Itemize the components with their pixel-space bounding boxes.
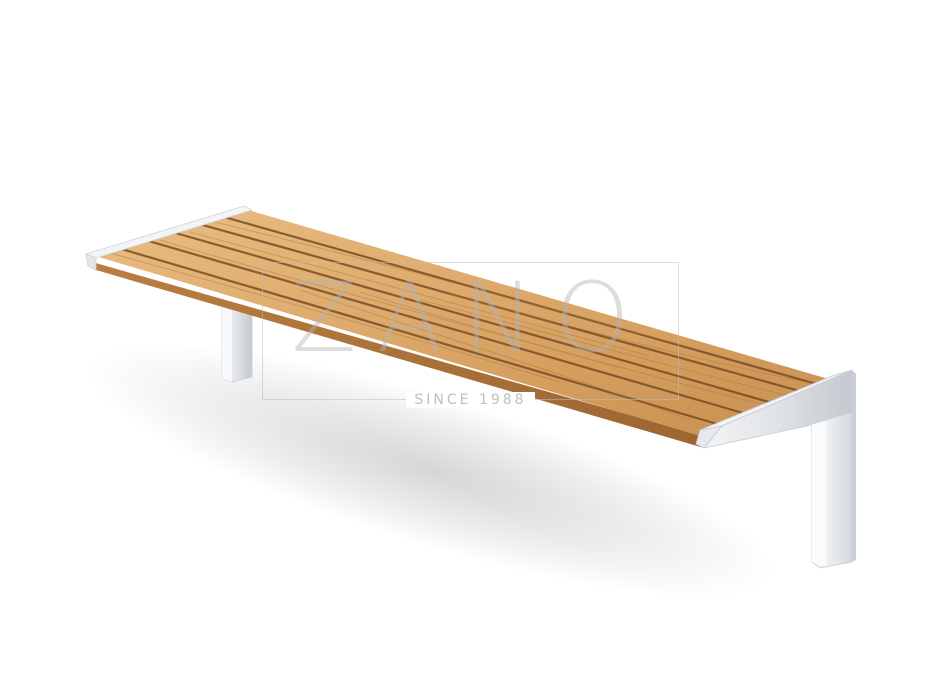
ground-shadow bbox=[85, 342, 775, 598]
seat-edge bbox=[92, 262, 704, 448]
wood-grain bbox=[109, 221, 816, 421]
bench-leg-left bbox=[221, 305, 253, 383]
seat-end-cap-left bbox=[84, 205, 254, 271]
bench-leg-right bbox=[695, 369, 856, 569]
